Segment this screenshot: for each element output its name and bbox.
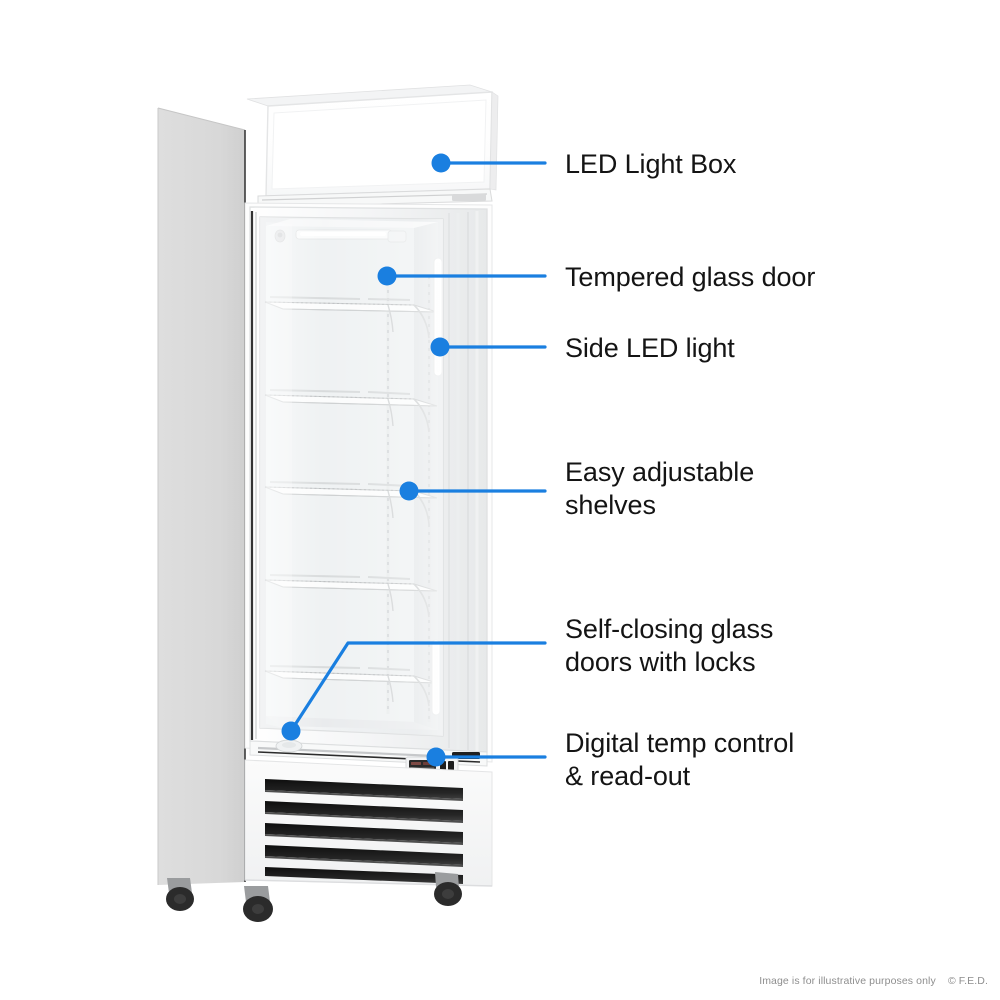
callout-led-light-box xyxy=(431,153,547,173)
caster xyxy=(166,878,194,911)
callout-label-easy-adjustable-shelves: Easy adjustable shelves xyxy=(565,457,755,520)
caster xyxy=(243,886,273,922)
refrigerator-interior xyxy=(260,217,443,736)
base-vent-grille xyxy=(244,759,493,887)
callout-easy-adjustable-shelves xyxy=(399,481,547,501)
vent-slot xyxy=(265,867,463,884)
vent-slot xyxy=(265,823,463,845)
callout-label-led-light-box: LED Light Box xyxy=(565,149,737,179)
callout-dot-icon xyxy=(281,721,301,741)
callout-dot-icon xyxy=(377,266,397,286)
cabinet-side-panel xyxy=(157,107,246,885)
vent-slot xyxy=(265,845,463,867)
callout-dot-icon xyxy=(426,747,446,767)
callout-dot-icon xyxy=(431,153,451,173)
callout-dot-icon xyxy=(430,337,450,357)
callout-label-side-led-light: Side LED light xyxy=(565,333,735,363)
callout-side-led-light xyxy=(430,337,547,357)
callout-label-digital-temp-control: Digital temp control & read-out xyxy=(565,728,795,791)
callout-tempered-glass-door xyxy=(377,266,547,286)
casters xyxy=(166,872,462,922)
callout-leader-lines xyxy=(281,153,547,767)
callout-dot-icon xyxy=(399,481,419,501)
vent-slot xyxy=(265,779,463,801)
vent-slot xyxy=(265,801,463,823)
callout-label-tempered-glass-door: Tempered glass door xyxy=(565,262,816,292)
footer-disclaimer-text: Image is for illustrative purposes only xyxy=(759,975,936,987)
callout-label-self-closing-glass-doors: Self-closing glass doors with locks xyxy=(565,614,774,677)
caster xyxy=(434,872,462,906)
led-light-box xyxy=(246,84,499,208)
footer-copyright: © F.E.D. xyxy=(947,975,988,987)
callout-self-closing-glass-doors xyxy=(281,641,547,741)
footer-disclaimer: Image is for illustrative purposes only … xyxy=(759,975,988,987)
callout-leader-line xyxy=(289,641,547,733)
callout-digital-temp-control xyxy=(426,747,547,767)
